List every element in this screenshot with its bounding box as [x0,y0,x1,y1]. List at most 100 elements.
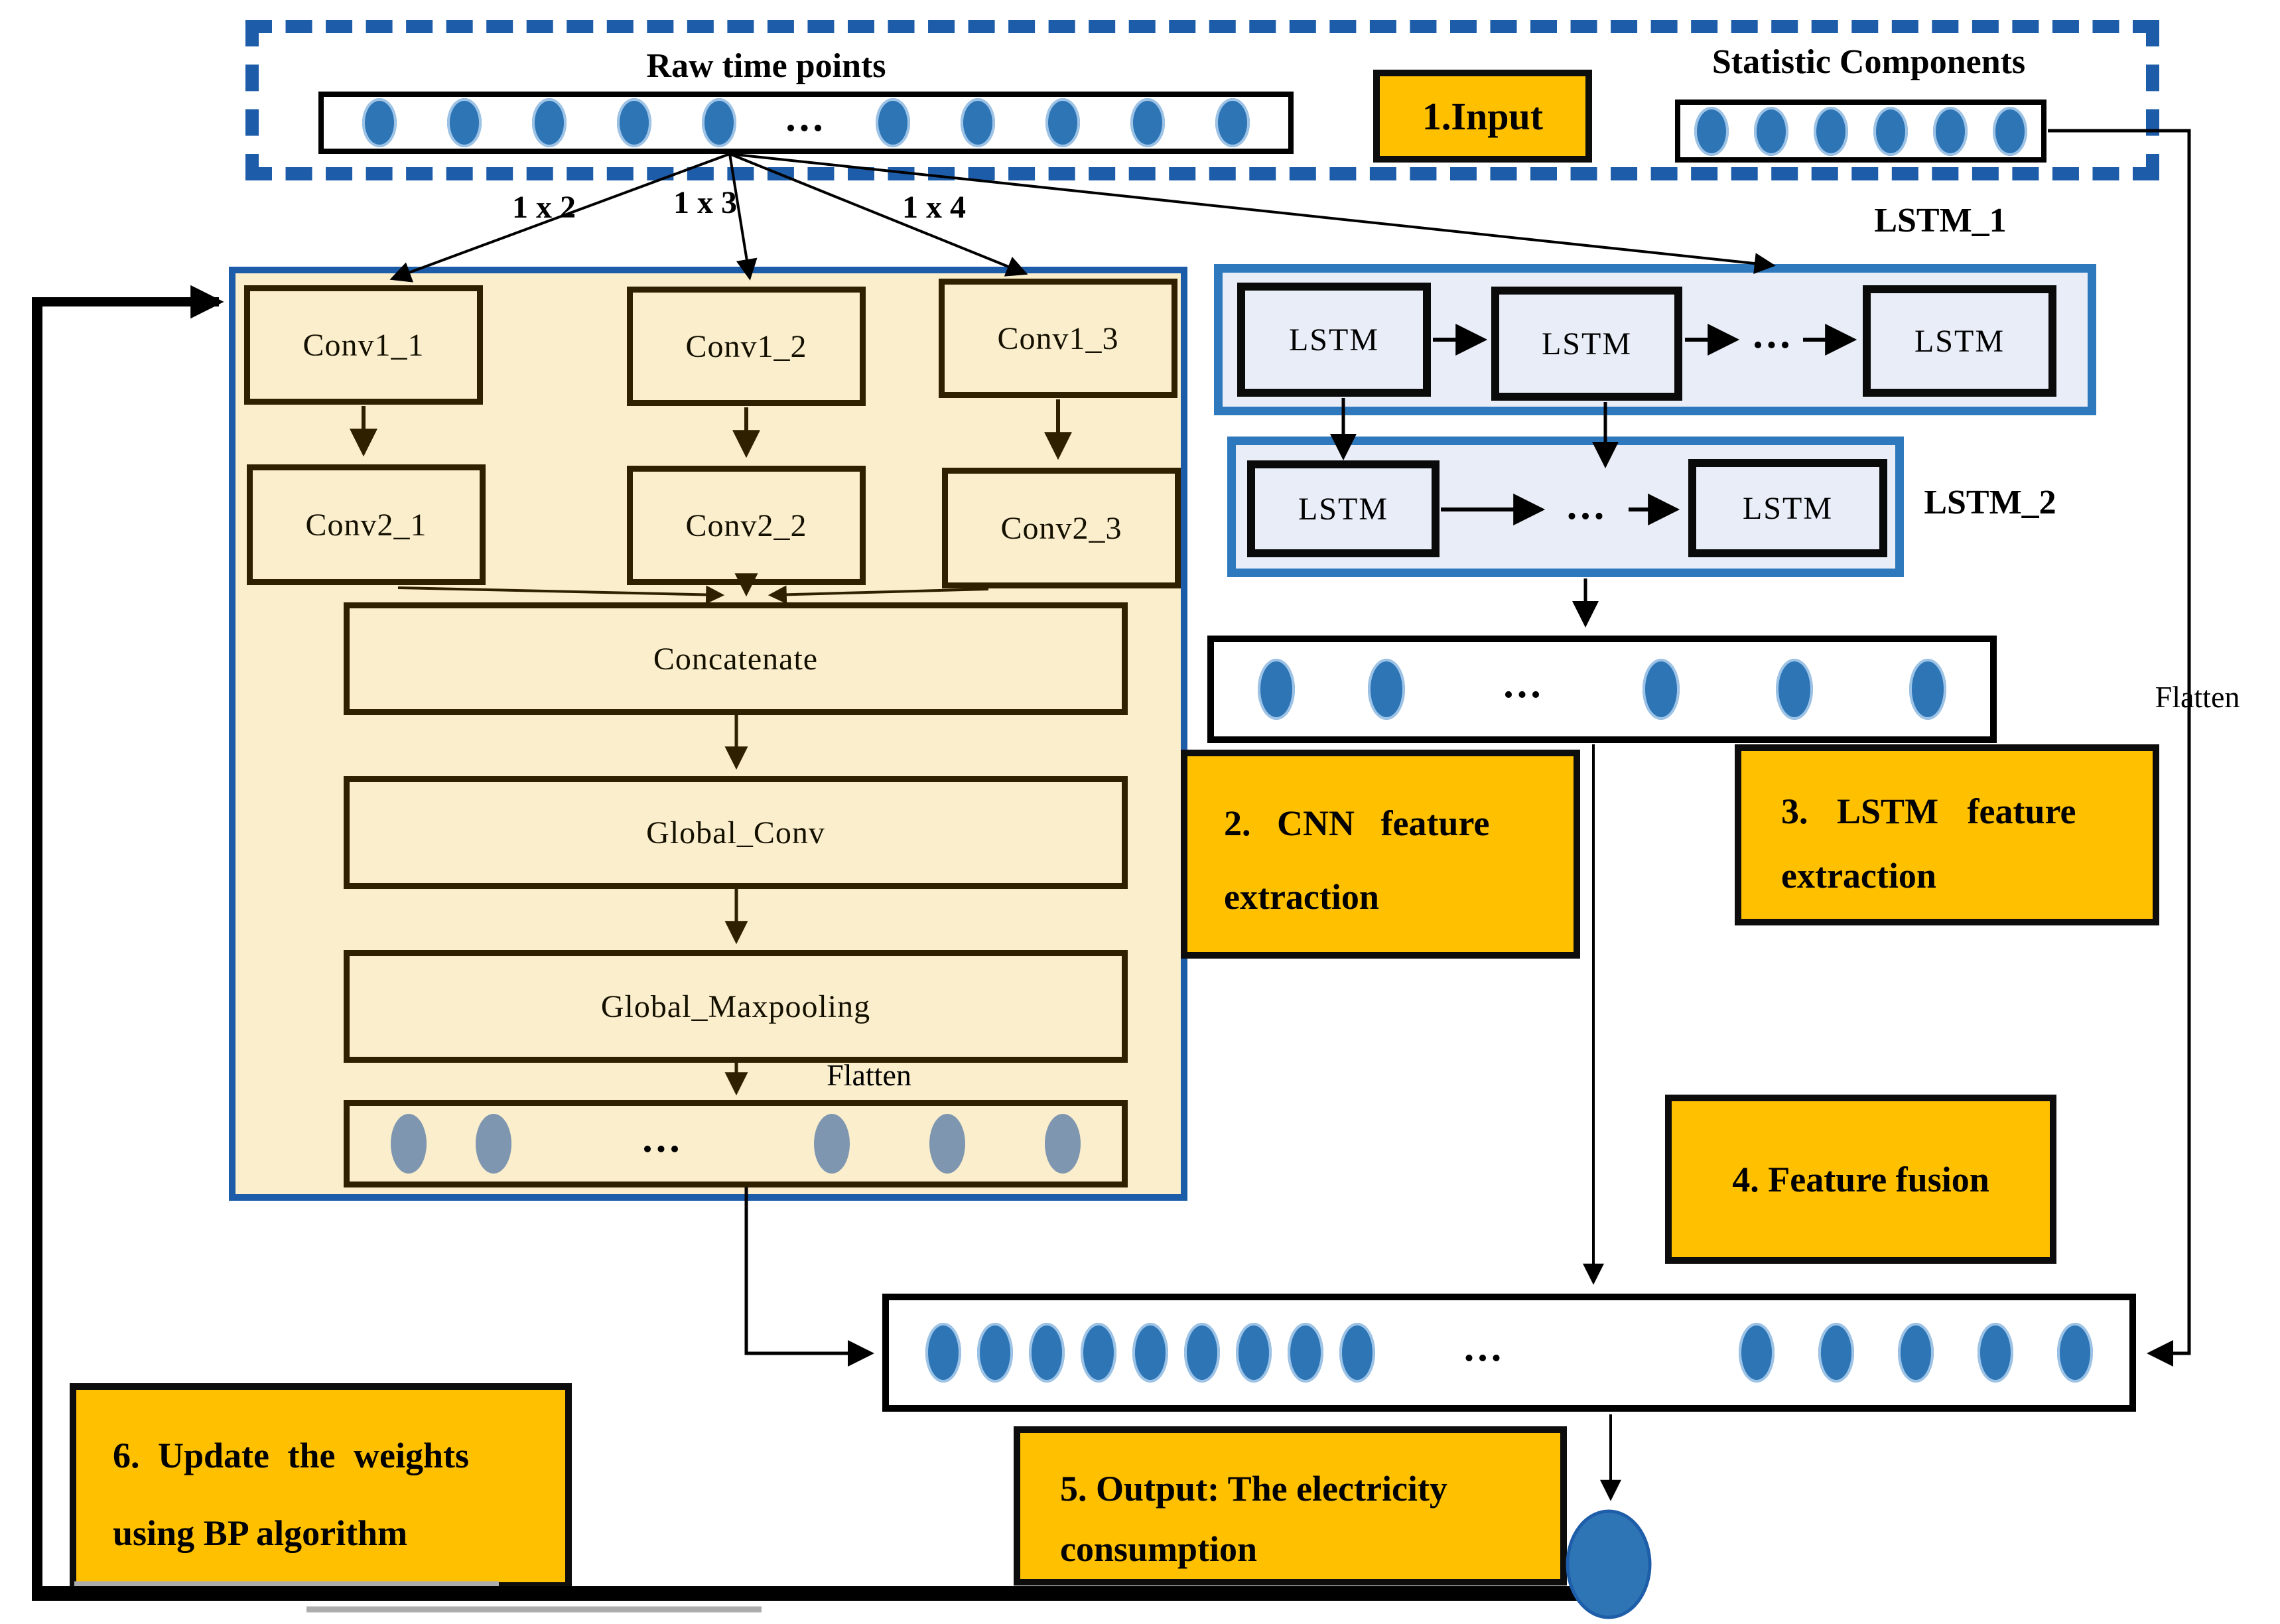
raw-points-box: ... [318,92,1294,154]
fusion-vector-box: ... [882,1294,2136,1412]
vector-dot [532,98,567,147]
vector-dot [1909,659,1946,720]
raw-dots-left [362,98,736,147]
vector-dot [1978,1323,2013,1383]
vector-dot [1739,1323,1775,1383]
fusion-dots: ... [889,1300,2129,1405]
vector-dot [447,98,482,147]
vector-dot [876,98,910,147]
step4-feature-fusion-box: 4. Feature fusion [1665,1095,2056,1264]
step2-line2: extraction [1224,877,1379,917]
step2-line1: 2. CNN feature [1224,803,1490,843]
raw-time-points-label: Raw time points [646,46,886,85]
statistic-components-label: Statistic Components [1711,42,2026,81]
cnn-feature-dots: ... [350,1106,1122,1182]
vector-dot [1873,106,1908,156]
vector-dot [1258,659,1295,720]
step6-bp-update-box: 6. Update the weights using BP algorithm [70,1383,572,1589]
vector-dot [814,1114,850,1174]
stat-flatten-label: Flatten [2155,679,2240,714]
vector-dot [1933,106,1968,156]
cnn-dots-left [391,1114,511,1174]
kernel-label-1x4: 1 x 4 [902,189,966,225]
vector-dot [1814,106,1848,156]
conv2-3-box: Conv2_3 [942,468,1181,588]
step5-output-box: 5. Output: The electricity consumption [1014,1426,1567,1586]
vector-dot [1339,1323,1375,1383]
conv1-1-box: Conv1_1 [244,285,483,405]
vector-dot [961,98,995,147]
lstm1-cell-3: LSTM [1863,285,2056,397]
vector-dot [2057,1323,2093,1383]
kernel-label-1x3: 1 x 3 [673,184,737,220]
conv1-2-box: Conv1_2 [627,287,866,406]
lstm2-ellipsis: ... [1566,483,1608,528]
vector-dot [1776,659,1813,720]
cnn-flatten-label: Flatten [827,1057,911,1092]
output-node-circle [1566,1509,1652,1619]
fusion-dots-left [925,1323,1375,1383]
arrow-cnn-to-fusion [744,1187,874,1367]
vector-dot [1132,1323,1168,1383]
lstm1-cell-2: LSTM [1491,287,1682,401]
vector-dot [1993,106,2027,156]
step3-lstm-feature-box: 3. LSTM feature extraction [1735,744,2159,925]
global-maxpooling-box: Global_Maxpooling [344,950,1128,1063]
lstm2-cell-1: LSTM [1247,460,1440,557]
stat-dots [1680,105,2041,157]
vector-dot [1754,106,1788,156]
stat-components-box [1675,100,2046,163]
global-conv-box: Global_Conv [344,776,1128,889]
cnn-feature-vector-box: ... [344,1100,1128,1187]
step5-line1: 5. Output: The electricity [1060,1469,1447,1509]
raw-points-dots: ... [324,97,1288,149]
step3-line1: 3. LSTM feature [1781,791,2076,831]
vector-dot [929,1114,965,1174]
stat-dots-group [1694,106,2027,156]
input-step-box: 1.Input [1373,70,1592,163]
vector-dot [1045,98,1080,147]
vector-dot [362,98,397,147]
lstm1-ellipsis: ... [1753,312,1794,357]
vector-dot [925,1323,961,1383]
vector-dot [1130,98,1165,147]
vector-dot [1184,1323,1220,1383]
vector-dot [1081,1323,1116,1383]
vector-dot [391,1114,427,1174]
vector-dot [476,1114,511,1174]
vector-dot [1288,1323,1323,1383]
concatenate-box: Concatenate [344,602,1128,715]
vector-dot [1045,1114,1081,1174]
lstm-dots-left [1258,659,1405,720]
kernel-label-1x2: 1 x 2 [512,189,576,225]
cnn-dots-right [814,1114,1081,1174]
vector-dot [617,98,651,147]
lstm2-cell-2: LSTM [1688,459,1887,557]
vector-dot [1236,1323,1272,1383]
conv2-2-box: Conv2_2 [627,466,866,585]
lstm2-label: LSTM_2 [1924,483,2056,521]
step3-line2: extraction [1781,856,1936,896]
step2-cnn-feature-box: 2. CNN feature extraction [1181,750,1580,959]
vector-dot [1215,98,1250,147]
conv1-3-box: Conv1_3 [939,279,1177,398]
lstm1-label: LSTM_1 [1874,201,2007,239]
step5-line2: consumption [1060,1529,1258,1570]
conv2-1-box: Conv2_1 [247,464,486,585]
lstm-feature-vector-box: ... [1207,636,1997,743]
lstm1-cell-1: LSTM [1237,283,1431,397]
vector-dot [1818,1323,1854,1383]
vector-dot [702,98,736,147]
vector-dot [1029,1323,1065,1383]
lstm-dots-right [1643,659,1946,720]
step6-line2: using BP algorithm [113,1513,408,1554]
raw-dots-right [876,98,1250,147]
vector-dot [1694,106,1729,156]
vector-dot [1368,659,1405,720]
step6-line1: 6. Update the weights [113,1436,469,1475]
vector-dot [977,1323,1013,1383]
vector-dot [1898,1323,1934,1383]
vector-dot [1643,659,1680,720]
fusion-dots-right [1739,1323,2093,1383]
